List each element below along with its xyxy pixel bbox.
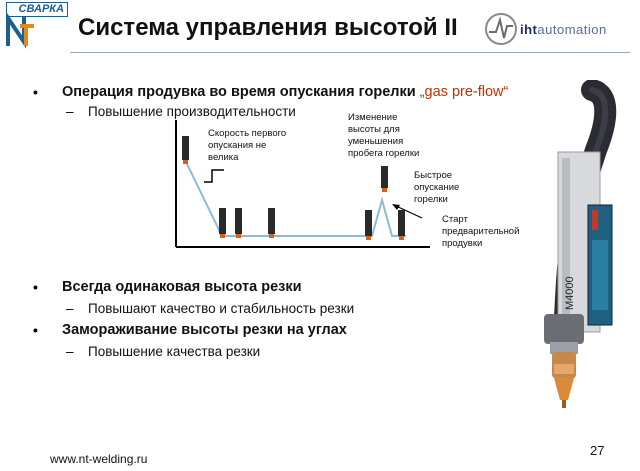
torch-icon — [365, 210, 372, 240]
torch-path-line — [185, 161, 406, 237]
torch-icon — [219, 208, 226, 238]
annotation-first-speed: Скорость первого опускания не велика — [208, 128, 287, 163]
header-divider — [70, 52, 630, 53]
brand-logo: ihtautomation — [484, 12, 634, 48]
arrow-head-icon — [392, 204, 400, 210]
sub-marker: – — [66, 104, 74, 119]
torch-icon — [268, 208, 275, 238]
bullet-text: Операция продувка во время опускания гор… — [62, 84, 508, 100]
sub-text: Повышают качество и стабильность резки — [88, 301, 355, 316]
torch-icon — [235, 208, 242, 238]
bullet-text-quote: „gas pre-flow“ — [419, 84, 509, 100]
torch-icon — [398, 210, 405, 240]
speed-step-icon — [204, 169, 224, 183]
device-label: M4000 — [564, 276, 576, 310]
torch-height-controller-image: M4000 — [544, 80, 617, 408]
bullet-text: Замораживание высоты резки на углах — [62, 322, 347, 338]
torch-icon — [182, 136, 189, 164]
site-logo: СВАРКА — [2, 2, 68, 50]
bullet-marker: • — [33, 322, 38, 338]
sub-marker: – — [66, 301, 74, 316]
torch-icon — [381, 166, 388, 192]
brand-name-bold: iht — [520, 22, 538, 37]
sub-text: Повышение производительности — [88, 104, 296, 119]
nt-welding-logo-icon — [6, 12, 34, 49]
annotation-height-change: Изменение высоты для уменьшения пробега … — [348, 112, 420, 159]
bullet-marker: • — [33, 279, 38, 295]
page-number: 27 — [590, 443, 605, 458]
iht-circle-logo-icon — [485, 13, 517, 45]
footer-url[interactable]: www.nt-welding.ru — [50, 452, 148, 466]
logo-tag: СВАРКА — [6, 2, 68, 17]
brand-name: ihtautomation — [520, 22, 607, 37]
annotation-preflow-start: Старт предварительной продувки — [442, 214, 520, 249]
sub-text: Повышение качества резки — [88, 344, 261, 359]
bullet-marker: • — [33, 84, 38, 100]
bullet-text: Всегда одинаковая высота резки — [62, 279, 302, 295]
slide-title: Система управления высотой II — [78, 14, 458, 41]
annotation-fast-descent: Быстрое опускание горелки — [414, 170, 460, 205]
brand-name-light: automation — [537, 22, 607, 37]
sub-marker: – — [66, 344, 74, 359]
annotation-arrow — [395, 205, 423, 219]
torch-height-diagram — [175, 120, 430, 248]
bullet-text-main: Операция продувка во время опускания гор… — [62, 84, 420, 100]
